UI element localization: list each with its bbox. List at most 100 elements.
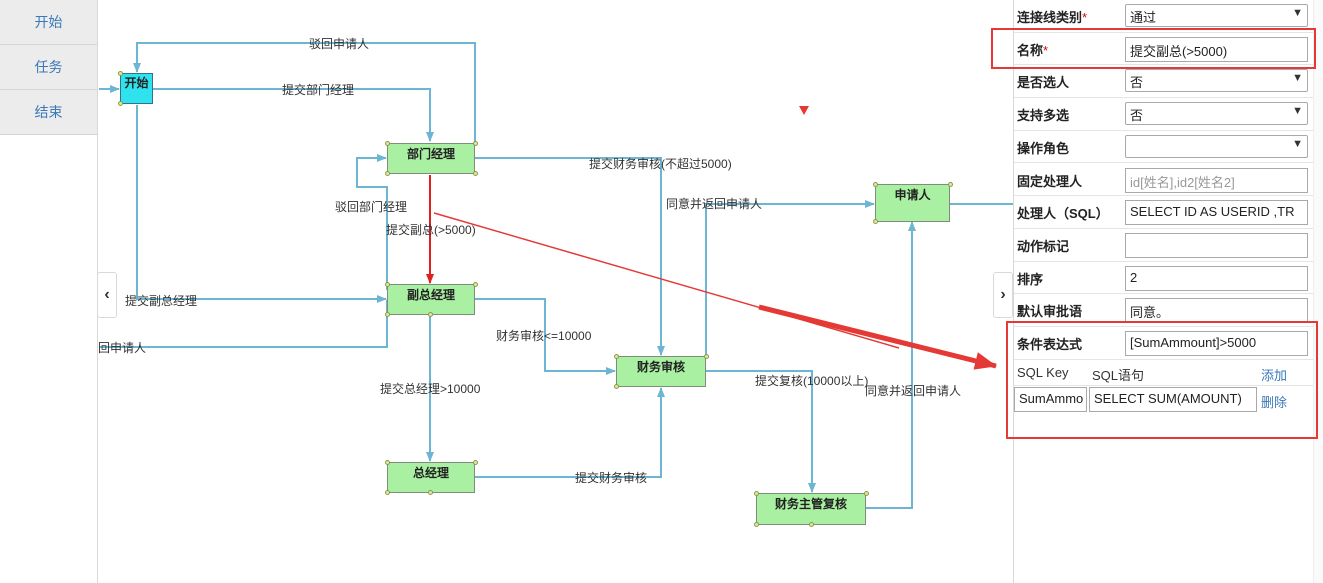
handle[interactable]: [385, 312, 390, 317]
handle[interactable]: [614, 384, 619, 389]
prop-label: 条件表达式: [1017, 337, 1083, 352]
prop-condition: 条件表达式 [SumAmmount]>5000: [1014, 327, 1314, 360]
edge-label-submit-dept[interactable]: 提交部门经理: [282, 83, 355, 97]
node-applicant[interactable]: 申请人: [875, 184, 950, 222]
sql-key-input[interactable]: SumAmmo: [1014, 387, 1087, 412]
handle[interactable]: [809, 522, 814, 527]
handle[interactable]: [873, 182, 878, 187]
action-mark-input[interactable]: [1125, 232, 1308, 258]
handler-sql-input[interactable]: SELECT ID AS USERID ,TR: [1125, 200, 1308, 226]
multi-select-select[interactable]: 否▼: [1125, 102, 1308, 126]
handle[interactable]: [473, 141, 478, 146]
annotation-arrow: [758, 304, 997, 370]
handle[interactable]: [864, 491, 869, 496]
sql-delete-link[interactable]: 删除: [1261, 395, 1288, 410]
handle[interactable]: [385, 141, 390, 146]
sql-header-sql: SQL语句: [1092, 368, 1145, 383]
annotation-line: [433, 212, 900, 349]
handle[interactable]: [118, 101, 123, 106]
edge-label-agree-return-1[interactable]: 同意并返回申请人: [666, 197, 763, 211]
handle[interactable]: [385, 490, 390, 495]
handle[interactable]: [428, 312, 433, 317]
node-dept-manager[interactable]: 部门经理: [387, 143, 475, 174]
sql-add-link[interactable]: 添加: [1261, 368, 1288, 383]
handle[interactable]: [473, 282, 478, 287]
handle[interactable]: [754, 522, 759, 527]
edge-label-submit-gm[interactable]: 提交总经理>10000: [380, 382, 481, 396]
tool-start[interactable]: 开始: [0, 0, 97, 45]
handle[interactable]: [385, 282, 390, 287]
red-triangle-marker: [799, 106, 809, 115]
default-comment-input[interactable]: 同意。: [1125, 298, 1308, 324]
select-value: 否: [1130, 108, 1144, 124]
order-input[interactable]: 2: [1125, 265, 1308, 291]
handle[interactable]: [948, 182, 953, 187]
prop-select-person: 是否选人 否▼: [1014, 65, 1314, 99]
node-finance-director[interactable]: 财务主管复核: [756, 493, 866, 525]
handle[interactable]: [428, 490, 433, 495]
node-general-manager[interactable]: 总经理: [387, 462, 475, 493]
chevron-down-icon: ▼: [1292, 105, 1303, 118]
handle[interactable]: [473, 460, 478, 465]
edge-label-finance-le10000[interactable]: 财务审核<=10000: [496, 329, 592, 343]
required-mark: *: [1043, 42, 1049, 58]
edge-label-submit-vice[interactable]: 提交副总经理: [125, 294, 198, 308]
flow-edges: [99, 42, 1013, 509]
node-vice-manager[interactable]: 副总经理: [387, 284, 475, 315]
condition-input[interactable]: [SumAmmount]>5000: [1125, 331, 1308, 356]
handle[interactable]: [118, 71, 123, 76]
prop-default-comment: 默认审批语 同意。: [1014, 294, 1314, 327]
chevron-left-icon: ‹: [104, 286, 110, 303]
edge-label-finance-le5000[interactable]: 提交财务审核(不超过5000): [589, 157, 732, 171]
select-value: 否: [1130, 75, 1144, 91]
fixed-handler-input[interactable]: id[姓名],id2[姓名2]: [1125, 167, 1308, 193]
edge-label-reject-applicant-2[interactable]: 回申请人: [99, 341, 147, 355]
tool-task[interactable]: 任务: [0, 45, 97, 90]
edge-label-reject-applicant[interactable]: 驳回申请人: [309, 37, 370, 51]
edge-label-reject-dept[interactable]: 驳回部门经理: [335, 200, 408, 214]
handle[interactable]: [385, 171, 390, 176]
edge-label-submit-finance[interactable]: 提交财务审核: [575, 471, 648, 485]
handle[interactable]: [473, 171, 478, 176]
chevron-down-icon: ▼: [1292, 137, 1303, 150]
sql-row-divider: [1014, 385, 1314, 386]
edge-finance-le5000: [475, 157, 665, 356]
edge-reject-applicant: [133, 42, 476, 143]
scrollbar[interactable]: [1313, 0, 1323, 583]
handle[interactable]: [385, 460, 390, 465]
edge-label-agree-return-2[interactable]: 同意并返回申请人: [865, 384, 962, 398]
edge-label-submit-vice-gt5000[interactable]: 提交副总(>5000): [386, 223, 476, 237]
handle[interactable]: [614, 354, 619, 359]
prop-line-type: 连接线类别* 通过▼: [1014, 0, 1314, 33]
edge-label-recheck[interactable]: 提交复核(10000以上): [755, 374, 869, 388]
sql-statement-input[interactable]: SELECT SUM(AMOUNT): [1089, 387, 1257, 412]
prop-action-mark: 动作标记: [1014, 229, 1314, 262]
prop-order: 排序 2: [1014, 262, 1314, 295]
handle[interactable]: [873, 219, 878, 224]
select-person-select[interactable]: 否▼: [1125, 69, 1308, 93]
node-finance-review[interactable]: 财务审核: [616, 356, 706, 387]
edge-recheck: [706, 370, 816, 493]
prop-label: 连接线类别: [1017, 10, 1083, 25]
edge-reject-dept: [356, 154, 388, 290]
chevron-down-icon: ▼: [1292, 7, 1303, 19]
edge-submit-vice: [136, 105, 387, 303]
toolbox: 开始 任务 结束: [0, 0, 98, 583]
flow-canvas[interactable]: 开始 部门经理 副总经理 总经理 财务审核 申请人 财务主管复核 驳回申请人: [99, 0, 1013, 583]
collapse-right-button[interactable]: ›: [993, 272, 1013, 318]
prop-name: 名称* 提交副总(>5000): [1014, 33, 1314, 66]
prop-label: 动作标记: [1017, 238, 1070, 254]
handle[interactable]: [704, 354, 709, 359]
chevron-down-icon: ▼: [1292, 72, 1303, 85]
edge-submit-dept: [153, 88, 434, 142]
name-input[interactable]: 提交副总(>5000): [1125, 36, 1308, 62]
role-select[interactable]: ▼: [1125, 134, 1308, 158]
sql-header-key: SQL Key: [1017, 365, 1069, 380]
prop-label: 处理人（SQL）: [1017, 206, 1109, 222]
collapse-left-button[interactable]: ‹: [97, 272, 117, 318]
tool-end[interactable]: 结束: [0, 90, 97, 135]
handle[interactable]: [754, 491, 759, 496]
node-start[interactable]: 开始: [120, 73, 153, 104]
line-type-select[interactable]: 通过▼: [1125, 4, 1308, 27]
